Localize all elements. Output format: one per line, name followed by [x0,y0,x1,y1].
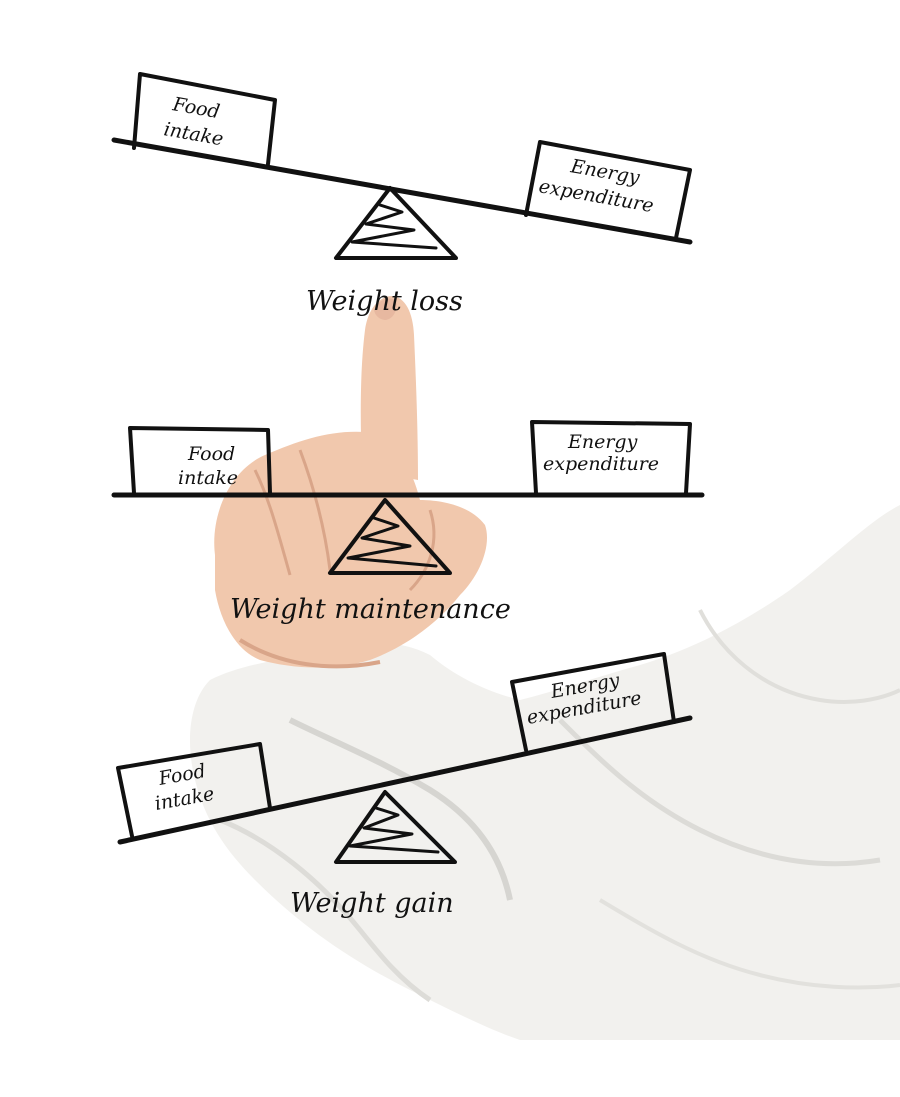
caption-weight-loss: Weight loss [306,286,463,317]
pointing-hand-photo [190,296,900,1040]
sleeve-fold-4 [698,609,900,704]
sleeve-fold-2 [558,718,881,867]
seesaw-beam [111,137,693,245]
food-box-line1: Food [170,93,221,123]
sleeve-fold-5 [598,898,900,990]
caption-weight-maintenance: Weight maintenance [230,594,511,625]
diagram-weight-maintenance: Food intake Energy expenditure Weight ma… [111,420,705,625]
caption-weight-gain: Weight gain [290,888,454,919]
hand-palm [214,431,488,668]
seesaw-beam [117,715,693,845]
food-intake-box [116,742,272,838]
energy-expenditure-box [510,652,676,752]
fulcrum-triangle [334,790,457,864]
fulcrum-zigzag [348,806,440,854]
food-intake-box [128,426,272,495]
energy-box-line1: Energy [567,431,638,453]
fulcrum-triangle [328,498,452,575]
energy-expenditure-box [524,140,692,240]
hand-index-finger [360,296,418,480]
food-box-line2: intake [162,118,225,150]
food-box-line2: intake [178,467,238,489]
food-box-line1: Food [187,443,235,465]
fingernail [374,298,397,320]
wrist-shadow [238,638,381,669]
fulcrum-zigzag [350,203,438,250]
knuckle-crease-2 [298,449,332,571]
sleeve-fold-1 [288,717,513,901]
diagram-weight-loss: Food intake Energy expenditure Weight lo… [111,72,693,317]
shirt-sleeve [190,505,900,1040]
fulcrum-triangle [334,186,458,260]
fulcrum-zigzag [346,516,438,568]
energy-box-line2: expenditure [543,453,659,475]
knuckle-crease-1 [253,469,292,576]
food-intake-box [132,72,277,166]
sleeve-fold-3 [219,817,432,1003]
energy-expenditure-box [530,420,692,495]
